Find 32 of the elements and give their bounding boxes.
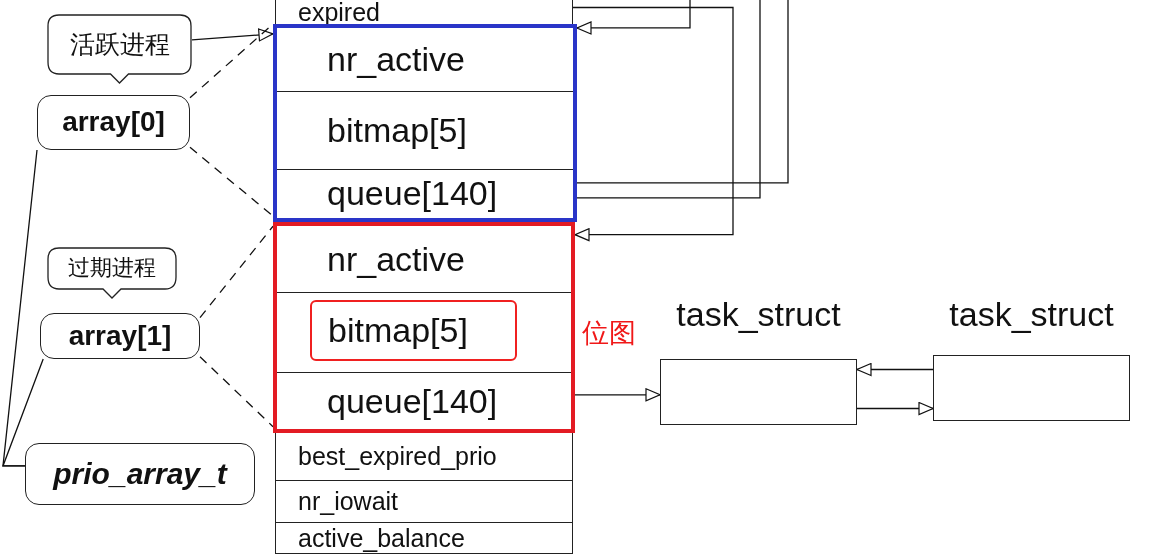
field-row: active_balance — [275, 523, 573, 554]
bubble-text: 活跃进程 — [68, 30, 171, 58]
connector-line — [2, 149, 38, 467]
connector-line — [2, 358, 44, 467]
field-row: nr_iowait — [275, 481, 573, 523]
label-bubble: prio_array_t — [25, 443, 255, 505]
dashed-line — [189, 146, 274, 217]
field-row: nr_active — [277, 28, 573, 92]
speech-bubble — [47, 14, 192, 84]
dashed-line — [199, 356, 274, 428]
arrow — [572, 6, 734, 242]
field-row: nr_active — [277, 226, 571, 293]
array-frame — [273, 222, 575, 433]
label-bubble: array[1] — [40, 313, 200, 359]
array-frame — [273, 24, 577, 222]
box-heading: task_struct — [948, 294, 1115, 335]
field-row: queue[140] — [277, 170, 573, 218]
field-row: best_expired_prio — [275, 433, 573, 481]
arrow — [856, 362, 934, 377]
caption-text: 位图 — [582, 318, 636, 348]
bubble-text: 过期进程 — [67, 254, 157, 282]
field-row: bitmap[5] — [277, 92, 573, 170]
arrow — [856, 401, 934, 416]
box-heading: task_struct — [675, 294, 842, 335]
field-row: queue[140] — [277, 372, 571, 429]
arrow — [576, 0, 691, 35]
label-bubble: array[0] — [37, 95, 190, 150]
highlight-box: bitmap[5] — [310, 300, 517, 361]
dashed-line — [199, 225, 274, 319]
arrow — [191, 28, 274, 42]
field-row: expired — [275, 0, 573, 25]
speech-bubble — [47, 247, 177, 299]
